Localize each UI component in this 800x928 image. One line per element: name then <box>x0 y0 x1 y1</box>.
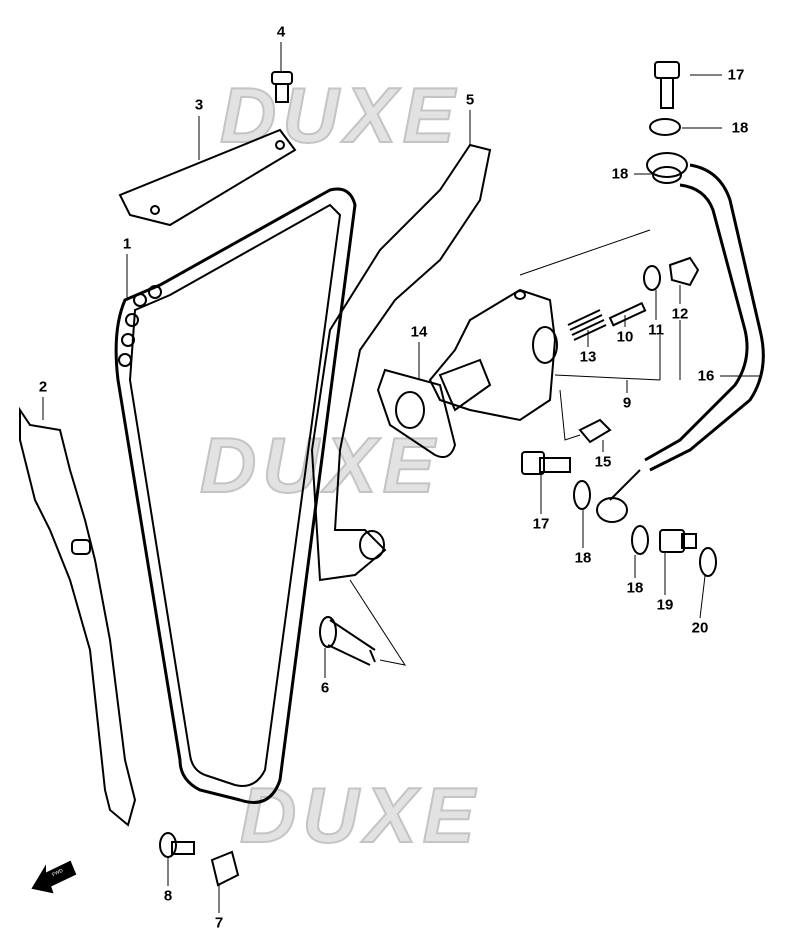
part-label: 3 <box>194 96 204 114</box>
watermark: DUXE <box>219 70 461 160</box>
part-label: 11 <box>648 321 664 339</box>
spring <box>567 309 607 341</box>
tensioner-arm <box>310 143 492 582</box>
part-label: 14 <box>410 323 428 341</box>
part-label: 6 <box>320 679 330 697</box>
cam-chain <box>114 187 357 804</box>
bolt-4-icon <box>271 71 293 103</box>
bolt-15-icon <box>578 418 612 444</box>
rod <box>608 301 647 327</box>
union-bolt-19-icon <box>659 529 697 553</box>
part-label: 2 <box>38 378 48 396</box>
leader-lines <box>42 42 760 913</box>
part-label: 15 <box>594 453 612 471</box>
part-label: 17 <box>532 515 550 533</box>
part-label: 17 <box>727 66 745 84</box>
gasket <box>376 368 457 458</box>
part-label: 18 <box>574 549 592 567</box>
washer-18 <box>652 166 682 184</box>
part-label: 9 <box>622 394 632 412</box>
part-label: 8 <box>163 887 173 905</box>
bolt-8-icon <box>159 832 195 858</box>
plate-7 <box>210 850 240 887</box>
banjo-fitting-bottom <box>596 497 628 523</box>
bolt-6-icon <box>319 616 376 666</box>
part-label: 18 <box>611 165 629 183</box>
part-label: 13 <box>579 348 597 366</box>
part-label: 1 <box>122 235 132 253</box>
part-label: 18 <box>626 579 644 597</box>
chain-guide-top <box>118 128 297 227</box>
part-label: 12 <box>671 305 689 323</box>
part-label: 18 <box>731 119 749 137</box>
bolt-17-icon <box>654 61 680 109</box>
cap-12 <box>668 256 700 287</box>
part-label: 7 <box>214 914 224 928</box>
tensioner-body <box>428 288 557 422</box>
part-label: 4 <box>276 23 286 41</box>
part-label: 16 <box>697 367 715 385</box>
banjo-fitting-top <box>646 152 688 178</box>
forward-arrow-icon <box>31 860 77 894</box>
part-label: 5 <box>465 91 475 109</box>
part-label: 20 <box>691 619 709 637</box>
washer-18 <box>649 118 681 136</box>
part-label: 19 <box>656 596 674 614</box>
washer-11 <box>643 265 661 291</box>
chain-links-icon <box>118 285 162 367</box>
chain-guide <box>19 406 137 827</box>
bolt-17-icon <box>521 451 571 475</box>
washer-18 <box>631 525 649 555</box>
part-label: 10 <box>616 328 634 346</box>
washer-18 <box>573 480 591 510</box>
oil-hose <box>649 163 765 472</box>
washer-20 <box>699 547 717 577</box>
